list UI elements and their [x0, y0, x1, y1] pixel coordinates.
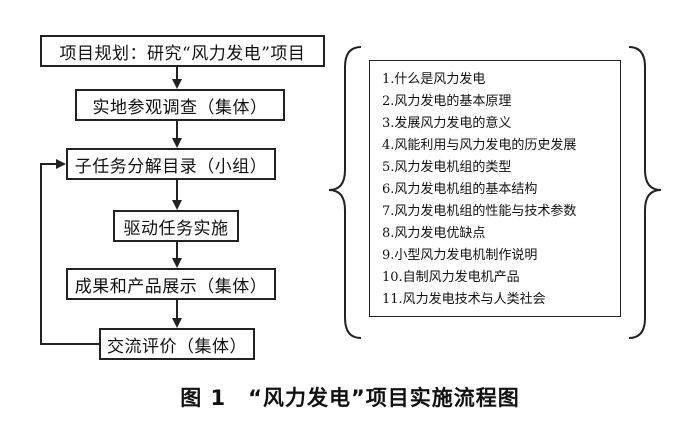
- figure-number: 图 1: [180, 386, 227, 410]
- step-field-visit: 实地参观调查（集体）: [75, 89, 285, 121]
- topic-item: 5.风力发电机组的类型: [382, 160, 512, 175]
- subtask-topic-list-box: 1.什么是风力发电 2.风力发电的基本原理 3.发展风力发电的意义 4.风能利用…: [369, 60, 621, 317]
- step-project-planning: 项目规划：研究“风力发电”项目: [40, 35, 325, 67]
- topic-item: 8.风力发电优缺点: [382, 226, 486, 241]
- step-subtask-breakdown: 子任务分解目录（小组）: [66, 148, 276, 180]
- step-task-execution: 驱动任务实施: [113, 210, 239, 242]
- figure-title: “风力发电”项目实施流程图: [248, 386, 520, 410]
- right-curly-brace: [628, 46, 662, 339]
- subtask-topic-list: 1.什么是风力发电 2.风力发电的基本原理 3.发展风力发电的意义 4.风能利用…: [382, 69, 620, 311]
- topic-item: 3.发展风力发电的意义: [382, 116, 512, 131]
- topic-item: 1.什么是风力发电: [382, 72, 486, 87]
- topic-item: 4.风能利用与风力发电的历史发展: [382, 138, 577, 153]
- feedback-loop-arrow: [40, 159, 99, 345]
- topic-item: 2.风力发电的基本原理: [382, 94, 512, 109]
- left-curly-brace: [328, 46, 362, 339]
- topic-item: 6.风力发电机组的基本结构: [382, 182, 538, 197]
- figure-caption: 图 1 “风力发电”项目实施流程图: [0, 382, 700, 412]
- topic-item: 9.小型风力发电机制作说明: [382, 248, 538, 263]
- topic-item: 10.自制风力发电机产品: [382, 270, 520, 285]
- topic-item: 7.风力发电机组的性能与技术参数: [382, 204, 577, 219]
- topic-item: 11.风力发电技术与人类社会: [382, 292, 546, 307]
- step-evaluation: 交流评价（集体）: [99, 328, 255, 360]
- step-results-showcase: 成果和产品展示（集体）: [66, 268, 276, 300]
